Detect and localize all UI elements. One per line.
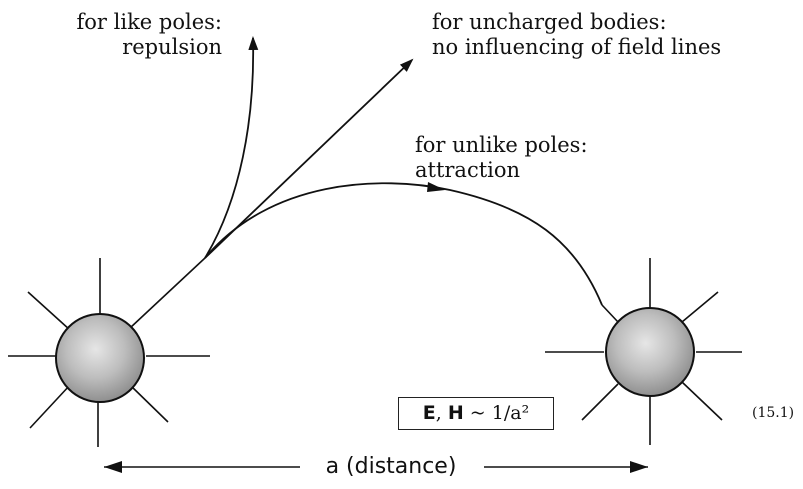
formula-separator: , (436, 402, 448, 424)
uncharged-line1: for uncharged bodies: (432, 10, 721, 35)
equation-number: (15.1) (752, 405, 794, 421)
formula-e-symbol: E (423, 402, 436, 424)
right-charged-body (606, 308, 694, 396)
formula-proportionality: ~ 1/a² (464, 402, 529, 424)
distance-label: a (distance) (302, 454, 480, 480)
field-strength-formula: E, H ~ 1/a² (398, 397, 554, 430)
uncharged-line2: no influencing of field lines (432, 35, 721, 60)
unlike-poles-line2: attraction (415, 158, 588, 183)
unlike-poles-label: for unlike poles: attraction (415, 133, 588, 183)
uncharged-bodies-label: for uncharged bodies: no influencing of … (432, 10, 721, 60)
like-poles-line1: for like poles: (20, 10, 222, 35)
left-charged-body (56, 314, 144, 402)
distance-arrow-left (104, 461, 122, 473)
distance-arrow-right (630, 461, 648, 473)
repulsion-field-line (205, 38, 253, 258)
unlike-poles-line1: for unlike poles: (415, 133, 588, 158)
attraction-arrow-head (427, 182, 445, 192)
like-poles-label: for like poles: repulsion (20, 10, 222, 60)
like-poles-line2: repulsion (20, 35, 222, 60)
formula-h-symbol: H (448, 402, 464, 424)
